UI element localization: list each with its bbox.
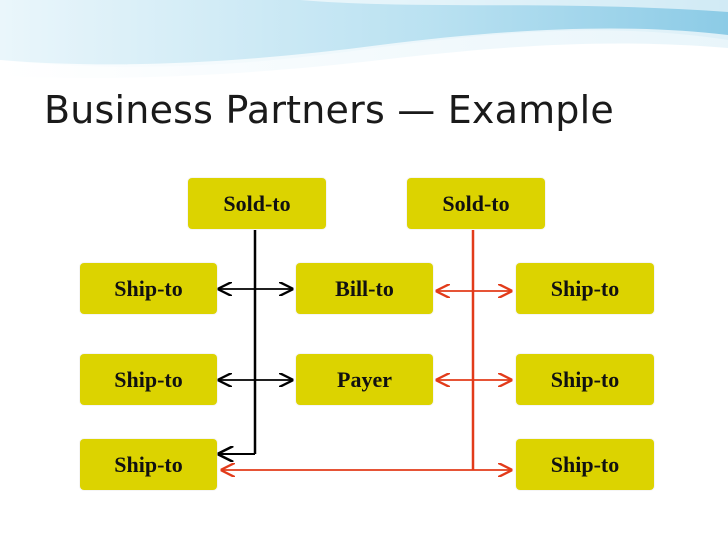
wave-banner — [0, 0, 728, 79]
sold-to-node-1: Sold-to — [188, 178, 326, 229]
page-title: Business Partners — Example — [44, 88, 614, 132]
ship-to-left-node-2: Ship-to — [80, 354, 217, 405]
ship-to-left-node-1: Ship-to — [80, 263, 217, 314]
sold-to-node-2: Sold-to — [407, 178, 545, 229]
ship-to-left-node-3: Ship-to — [80, 439, 217, 490]
ship-to-right-node-3: Ship-to — [516, 439, 654, 490]
ship-to-right-node-2: Ship-to — [516, 354, 654, 405]
bill-to-node: Bill-to — [296, 263, 433, 314]
ship-to-right-node-1: Ship-to — [516, 263, 654, 314]
payer-node: Payer — [296, 354, 433, 405]
